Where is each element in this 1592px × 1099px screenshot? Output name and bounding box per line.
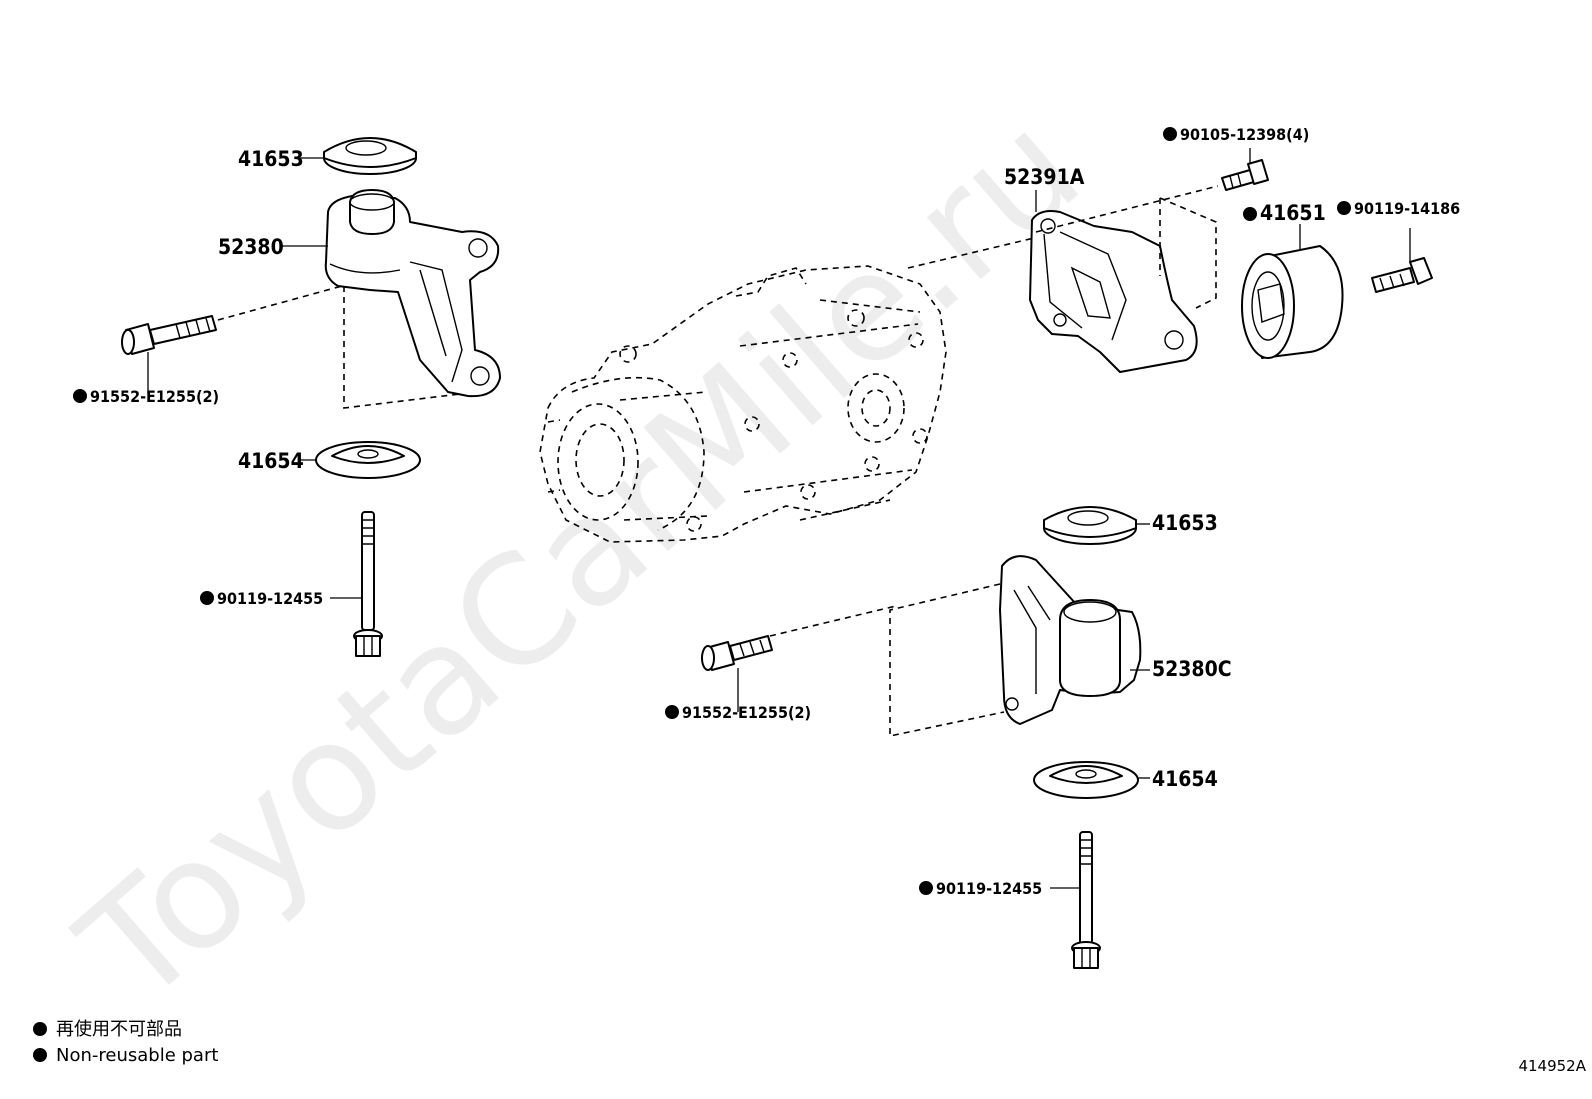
bracket-52380 xyxy=(324,189,501,409)
washer-41653-right xyxy=(1043,506,1137,545)
non-reusable-marker xyxy=(1163,127,1177,141)
non-reusable-marker xyxy=(919,881,933,895)
diagram-code: 414952A xyxy=(1518,1057,1586,1075)
legend-marker-jp xyxy=(33,1022,47,1036)
non-reusable-marker xyxy=(1243,207,1257,221)
label-52380C: 52380C xyxy=(1152,657,1232,681)
label-41653-top: 41653 xyxy=(238,147,304,171)
rear-differential-outline xyxy=(539,265,947,543)
legend-en: Non-reusable part xyxy=(56,1045,218,1066)
bracket-52380C xyxy=(769,555,1142,737)
non-reusable-marker xyxy=(73,389,87,403)
washer-41654-left xyxy=(315,441,421,479)
washer-41654-right xyxy=(1033,761,1139,799)
bolt-91552-mid xyxy=(701,635,773,671)
non-reusable-marker xyxy=(1337,201,1351,215)
label-90105-12398: 90105-12398(4) xyxy=(1180,125,1309,144)
label-91552-mid: 91552-E1255(2) xyxy=(682,703,811,722)
legend-marker-en xyxy=(33,1048,47,1062)
legend-jp: 再使用不可部品 xyxy=(56,1019,182,1040)
label-91552-top: 91552-E1255(2) xyxy=(90,387,219,406)
washer-41653-top xyxy=(323,137,417,175)
label-41654-left: 41654 xyxy=(238,449,304,473)
label-90119-12455-right: 90119-12455 xyxy=(936,879,1042,898)
label-52380: 52380 xyxy=(218,235,284,259)
bushing-41651 xyxy=(1241,245,1344,359)
label-90119-12455-left: 90119-12455 xyxy=(217,589,323,608)
label-41653-right: 41653 xyxy=(1152,511,1218,535)
bolt-90119-12455-right xyxy=(1071,831,1101,969)
bolt-91552-top xyxy=(121,285,343,355)
label-52391A: 52391A xyxy=(1004,165,1085,189)
label-41654-right: 41654 xyxy=(1152,767,1218,791)
bolt-90105-12398 xyxy=(1221,148,1269,191)
label-90119-14186: 90119-14186 xyxy=(1354,199,1460,218)
non-reusable-marker xyxy=(200,591,214,605)
bracket-52391A xyxy=(907,185,1219,373)
label-41651: 41651 xyxy=(1260,201,1326,225)
bolt-90119-12455-left xyxy=(353,511,383,657)
non-reusable-marker xyxy=(665,705,679,719)
bolt-90119-14186 xyxy=(1371,228,1433,293)
